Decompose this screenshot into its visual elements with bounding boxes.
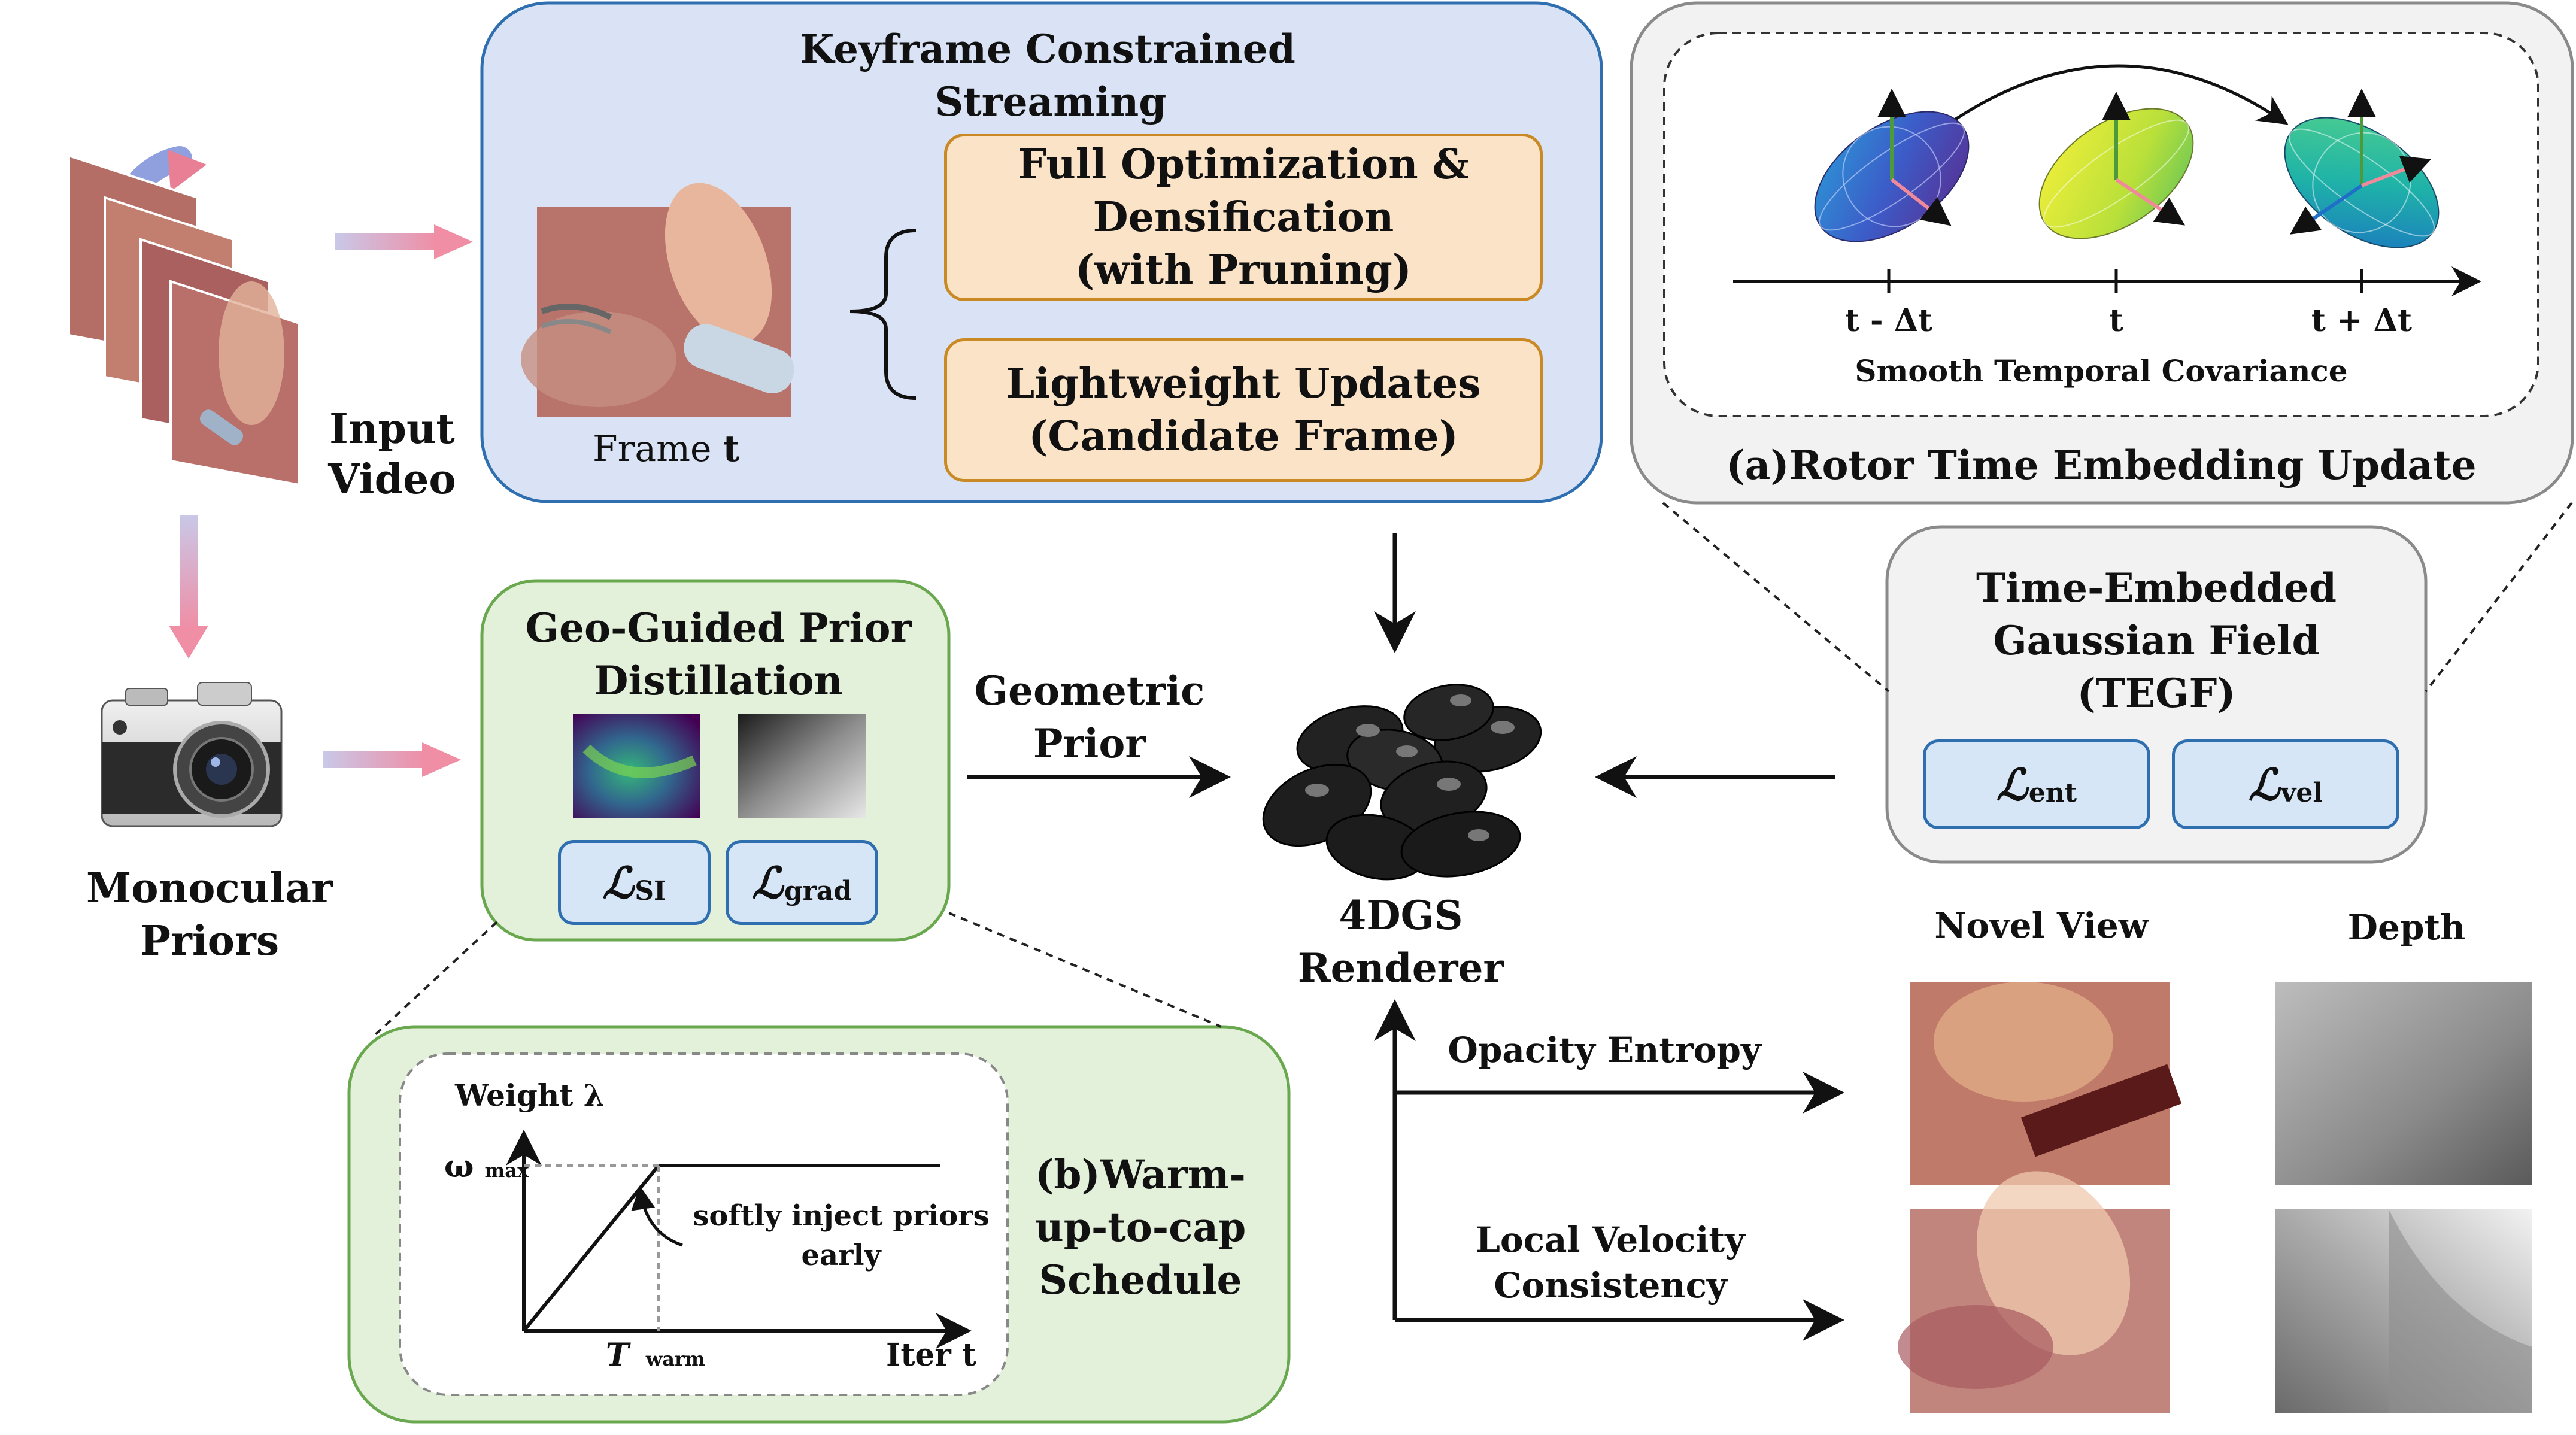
frame-t-image xyxy=(521,183,794,417)
warmup-chart xyxy=(506,1130,972,1349)
rotor-title: (a)Rotor Time Embedding Update xyxy=(1726,442,2477,489)
geo-title: Geo-Guided Prior Distillation xyxy=(525,605,912,704)
curly-brace xyxy=(849,229,917,400)
depth-top xyxy=(2275,982,2532,1185)
depth-label: Depth xyxy=(2347,907,2466,948)
weight-axis-label: Weight λ xyxy=(455,1078,605,1113)
iter-axis-label: Iter t xyxy=(886,1337,976,1373)
tegf-title: Time-Embedded Gaussian Field (TEGF) xyxy=(1976,565,2337,717)
tick-t-minus: t - Δt xyxy=(1844,302,1933,339)
input-video-label: Input Video xyxy=(328,405,456,503)
input-video-stack xyxy=(68,146,301,487)
warmup-inner-dashed xyxy=(399,1052,1009,1396)
depth-prior-gray xyxy=(738,714,866,818)
tick-t: t xyxy=(2108,302,2124,339)
keyframe-title: Keyframe Constrained Streaming xyxy=(800,26,1295,125)
opacity-entropy-label: Opacity Entropy xyxy=(1448,1030,1761,1070)
warmup-title: (b)Warm- up-to-cap Schedule xyxy=(1034,1151,1246,1303)
gaussian-blobs-icon xyxy=(1262,684,1542,881)
pink-arrows xyxy=(169,224,473,777)
ellipsoid-blue xyxy=(1814,89,1970,242)
ellipsoid-yellow xyxy=(2038,92,2194,239)
frame-t-label: Frame t xyxy=(593,428,740,470)
full-optimization-box: Full Optimization & Densification (with … xyxy=(944,134,1543,301)
novel-view-top xyxy=(1910,982,2182,1185)
rotor-caption: Smooth Temporal Covariance xyxy=(1855,353,2348,389)
velocity-consistency-label: Local Velocity Consistency xyxy=(1476,1219,1745,1306)
tick-t-plus: t + Δt xyxy=(2311,302,2413,339)
renderer-label: 4DGS Renderer xyxy=(1297,892,1504,991)
camera-icon xyxy=(101,682,283,827)
depth-bottom xyxy=(2275,1209,2532,1413)
geometric-prior-label: Geometric Prior xyxy=(974,668,1205,767)
monocular-priors-label: Monocular Priors xyxy=(86,864,333,965)
novel-view-bottom xyxy=(1898,1171,2170,1413)
rotor-timeline xyxy=(1733,64,2481,296)
ellipsoid-teal xyxy=(2284,89,2440,248)
inject-priors-annotation: softly inject priors early xyxy=(693,1199,990,1272)
lightweight-updates-box: Lightweight Updates (Candidate Frame) xyxy=(944,338,1543,482)
novel-view-label: Novel View xyxy=(1934,905,2149,946)
